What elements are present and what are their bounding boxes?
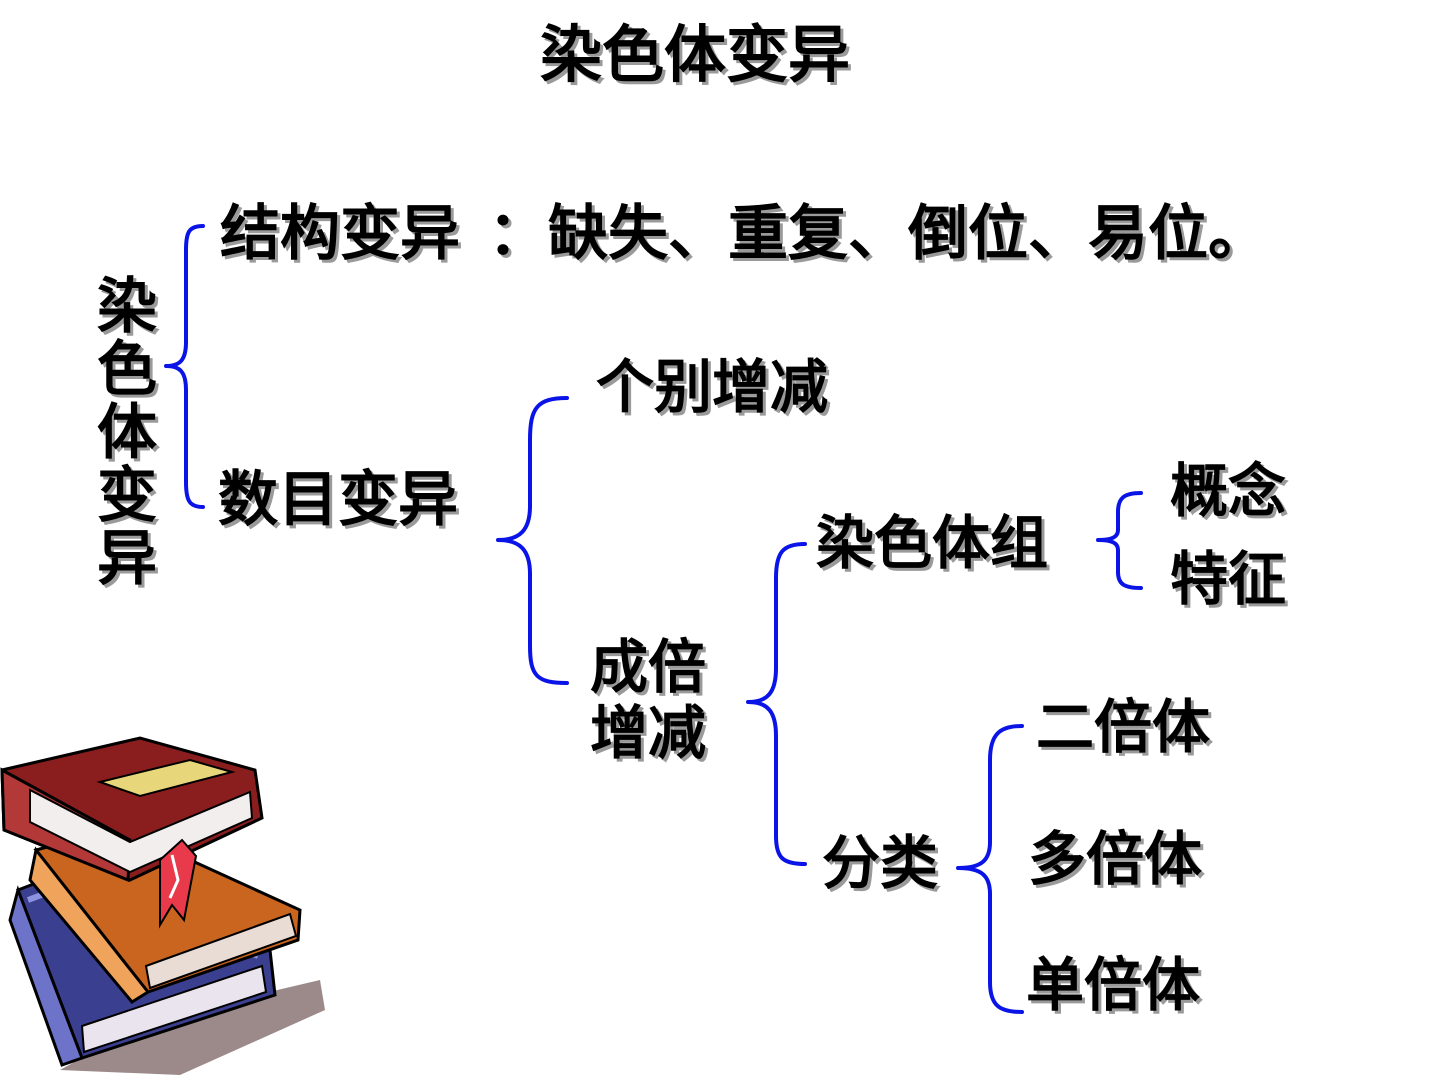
structure-variation-label: 结构变异 bbox=[220, 199, 460, 269]
number-brace bbox=[496, 396, 569, 685]
number-variation-label: 数目变异 bbox=[218, 465, 458, 535]
classification-brace bbox=[956, 724, 1024, 1014]
individual-change-label: 个别增减 bbox=[596, 353, 829, 421]
multiple-change-node: 成倍 增减 bbox=[590, 634, 706, 766]
chromosome-set-brace bbox=[1096, 491, 1143, 590]
structure-variation-types: ：缺失、重复、倒位、易位。 bbox=[488, 199, 1268, 269]
root-node-label: 染色体变异 bbox=[97, 272, 157, 594]
haploid-label: 单倍体 bbox=[1026, 951, 1201, 1019]
diploid-label: 二倍体 bbox=[1036, 693, 1211, 761]
slide-title: 染色体变异 bbox=[539, 18, 850, 91]
multiple-brace bbox=[746, 542, 807, 866]
concept-label: 概念 bbox=[1170, 457, 1287, 525]
polyploid-label: 多倍体 bbox=[1028, 825, 1203, 893]
book-stack-icon bbox=[0, 736, 325, 1075]
multiple-change-line2: 增减 bbox=[590, 699, 707, 767]
feature-label: 特征 bbox=[1170, 545, 1287, 613]
classification-label: 分类 bbox=[822, 829, 939, 897]
structure-variation-node: 结构变异：缺失、重复、倒位、易位。 bbox=[220, 204, 1268, 264]
multiple-change-line1: 成倍 bbox=[590, 633, 707, 701]
root-brace bbox=[164, 224, 205, 509]
chromosome-set-label: 染色体组 bbox=[816, 509, 1049, 577]
